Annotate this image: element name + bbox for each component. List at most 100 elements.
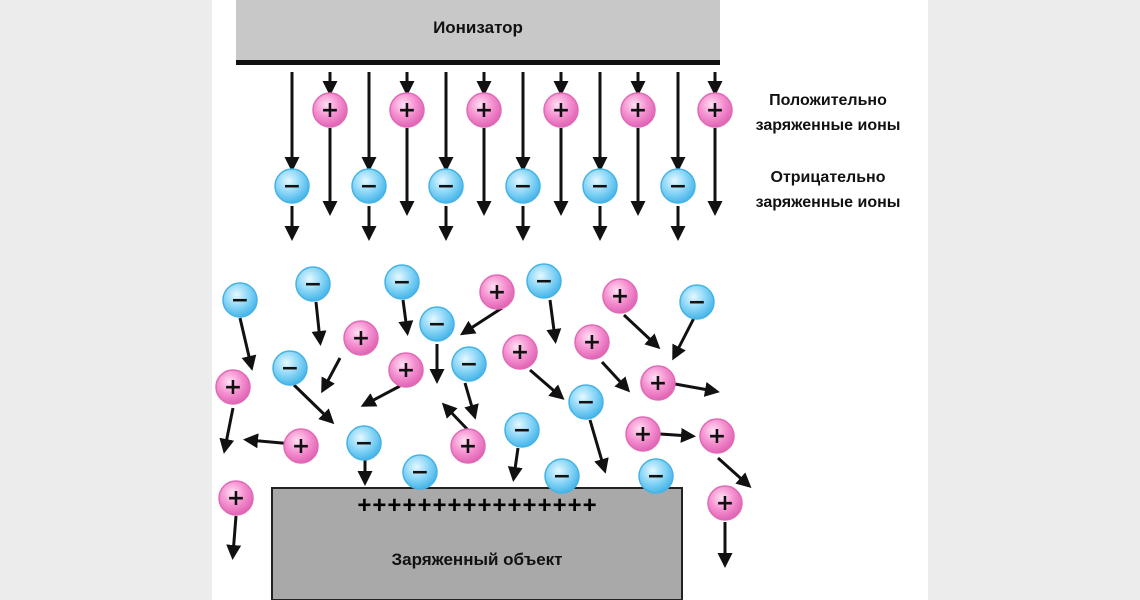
plus-sign: + xyxy=(227,486,245,511)
ion-arrows xyxy=(219,72,752,568)
minus-sign: − xyxy=(553,464,571,489)
positive-ion: + xyxy=(312,92,348,128)
minus-sign: − xyxy=(231,288,249,313)
minus-sign: − xyxy=(428,312,446,337)
ionizer-emitter-bar xyxy=(236,60,720,65)
positive-ion: + xyxy=(389,92,425,128)
motion-arrow xyxy=(600,360,631,393)
plus-sign: + xyxy=(321,98,339,123)
motion-arrow xyxy=(321,357,342,394)
positive-ion: + xyxy=(450,428,486,464)
motion-arrow xyxy=(360,384,401,407)
minus-sign: − xyxy=(355,431,373,456)
object-charge-marks: ++++++++++++++++ xyxy=(357,492,598,519)
minus-sign: − xyxy=(304,272,322,297)
motion-arrow xyxy=(507,447,523,482)
motion-arrow xyxy=(672,317,696,361)
plus-sign: + xyxy=(459,434,477,459)
plus-sign: + xyxy=(224,375,242,400)
negative-ion: − xyxy=(568,384,604,420)
motion-arrow xyxy=(659,427,696,443)
negative-ions-label: Отрицательно заряженные ионы xyxy=(755,169,901,211)
minus-sign: − xyxy=(591,174,609,199)
negative-ion: − xyxy=(222,282,258,318)
positive-ion: + xyxy=(283,428,319,464)
plus-sign: + xyxy=(611,284,629,309)
motion-arrow xyxy=(441,402,470,432)
negative-ion: − xyxy=(660,168,696,204)
plus-sign: + xyxy=(706,98,724,123)
motion-arrow xyxy=(238,317,257,371)
charged-object-label: Заряженный объект xyxy=(391,550,563,569)
positive-ion: + xyxy=(699,418,735,454)
plus-sign: + xyxy=(398,98,416,123)
positive-ion: + xyxy=(466,92,502,128)
minus-sign: − xyxy=(393,270,411,295)
negative-ion: − xyxy=(504,412,540,448)
minus-sign: − xyxy=(577,390,595,415)
negative-ion: − xyxy=(274,168,310,204)
minus-sign: − xyxy=(514,174,532,199)
minus-sign: − xyxy=(647,464,665,489)
positive-ion: + xyxy=(707,485,743,521)
plus-sign: + xyxy=(649,371,667,396)
plus-sign: + xyxy=(716,491,734,516)
plus-sign: + xyxy=(475,98,493,123)
motion-arrow xyxy=(311,301,327,346)
negative-ion: − xyxy=(638,458,674,494)
positive-ion: + xyxy=(574,324,610,360)
positive-ions-label: Положительно заряженные ионы xyxy=(755,92,901,134)
plus-sign: + xyxy=(352,326,370,351)
negative-ion: − xyxy=(346,425,382,461)
positive-ion: + xyxy=(640,365,676,401)
motion-arrow xyxy=(292,383,335,425)
positive-ion: + xyxy=(502,334,538,370)
ions: ++++++−−−−−−−−−+−+−−+++−+−+−++−+−++−−−++ xyxy=(215,92,743,521)
minus-sign: − xyxy=(281,356,299,381)
minus-sign: − xyxy=(411,460,429,485)
negative-ion: − xyxy=(679,284,715,320)
plus-sign: + xyxy=(583,330,601,355)
plus-sign: + xyxy=(292,434,310,459)
negative-ion: − xyxy=(402,454,438,490)
positive-ion: + xyxy=(543,92,579,128)
negative-ion: − xyxy=(384,264,420,300)
motion-arrow xyxy=(588,419,609,474)
negative-ion: − xyxy=(505,168,541,204)
motion-arrow xyxy=(622,313,661,350)
minus-sign: − xyxy=(688,290,706,315)
minus-sign: − xyxy=(460,352,478,377)
positive-ion: + xyxy=(620,92,656,128)
minus-sign: − xyxy=(669,174,687,199)
motion-arrow xyxy=(219,407,235,454)
minus-sign: − xyxy=(437,174,455,199)
motion-arrow xyxy=(463,382,479,420)
negative-ion: − xyxy=(428,168,464,204)
minus-sign: − xyxy=(535,269,553,294)
motion-arrow xyxy=(398,299,414,336)
plus-sign: + xyxy=(629,98,647,123)
plus-sign: + xyxy=(397,358,415,383)
motion-arrow xyxy=(529,368,565,400)
negative-ion: − xyxy=(295,266,331,302)
positive-ion: + xyxy=(602,278,638,314)
positive-ion: + xyxy=(479,274,515,310)
positive-ion: + xyxy=(218,480,254,516)
plus-sign: + xyxy=(511,340,529,365)
negative-ion: − xyxy=(544,458,580,494)
plus-sign: + xyxy=(488,280,506,305)
minus-sign: − xyxy=(360,174,378,199)
negative-ion: − xyxy=(419,306,455,342)
minus-sign: − xyxy=(283,174,301,199)
positive-ion: + xyxy=(625,416,661,452)
negative-ion: − xyxy=(351,168,387,204)
minus-sign: − xyxy=(513,418,531,443)
plus-sign: + xyxy=(634,422,652,447)
motion-arrow xyxy=(546,299,562,344)
motion-arrow xyxy=(716,456,752,489)
charged-object xyxy=(271,487,683,600)
positive-ion: + xyxy=(697,92,733,128)
motion-arrow xyxy=(226,515,242,560)
